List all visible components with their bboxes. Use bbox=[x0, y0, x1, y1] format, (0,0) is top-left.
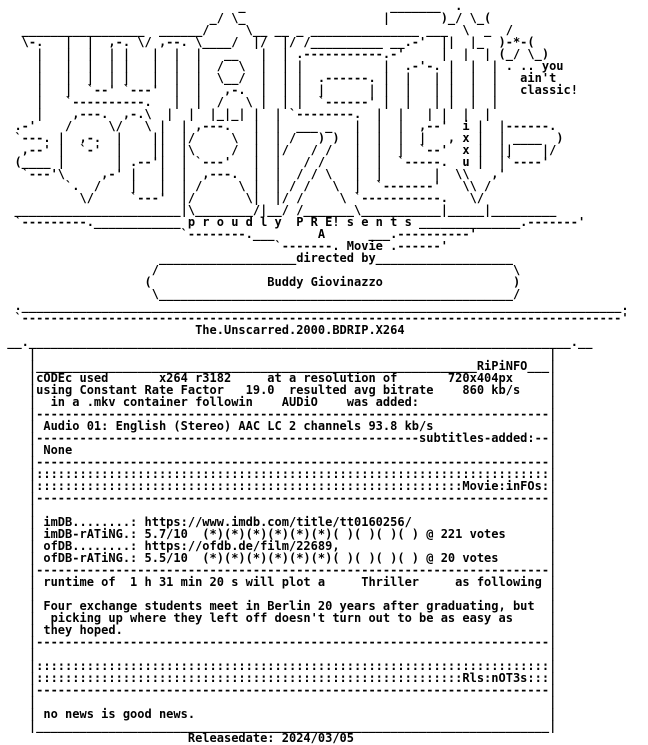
info-line: |---------------------------------------… bbox=[0, 431, 557, 445]
ascii-logo-banner: _ _______ . _/ \_ | )_/ \_( ____________… bbox=[0, 0, 629, 325]
info-line: |_______________________________________… bbox=[0, 359, 557, 373]
banner-line: \/ `---' |/ \| |/ / \ `-----------. \/ bbox=[0, 191, 485, 205]
info-line: | picking up where they left off doesn't… bbox=[0, 611, 557, 625]
info-line: | | bbox=[0, 347, 557, 361]
info-line: | ofDB-rATiNG.: 5.5/10 (*)(*)(*)(*)(*)(*… bbox=[0, 551, 557, 565]
banner-line: \_______________________________________… bbox=[0, 287, 521, 301]
info-line: | | bbox=[0, 503, 557, 517]
info-line: |---------------------------------------… bbox=[0, 563, 557, 577]
info-line: | | bbox=[0, 587, 557, 601]
banner-line: _________________ ______/ \__ __ _ _____… bbox=[0, 23, 513, 37]
info-line: |using Constant Rate Factor 19.0 resulte… bbox=[0, 383, 557, 397]
info-line: |---------------------------------------… bbox=[0, 491, 557, 505]
info-line: |---------------------------------------… bbox=[0, 407, 557, 421]
banner-line: _______________________|\________/|__/ /… bbox=[0, 203, 557, 217]
banner-line: | | | | | | | | \__/ | | | .------. | | … bbox=[0, 71, 557, 85]
info-line: | imDB-rATiNG.: 5.7/10 (*)(*)(*)(*)(*)(*… bbox=[0, 527, 557, 541]
info-line: | imDB........: https://www.imdb.com/tit… bbox=[0, 515, 557, 529]
info-line: | in a .mkv container followin AUDiO was… bbox=[0, 395, 557, 409]
banner-line: \-. | | ,-. \/ ,--. \____/ |/ |/ /______… bbox=[0, 35, 535, 49]
info-line: __._____________________________________… bbox=[0, 335, 593, 349]
nfo-document: _ _______ . _/ \_ | )_/ \_( ____________… bbox=[0, 0, 629, 744]
info-line: | Audio 01: English (Stereo) AAC LC 2 ch… bbox=[0, 419, 557, 433]
banner-line: `---'\ ,-' | | | ,---. | | / / \ | | | \… bbox=[0, 167, 506, 181]
info-line: |---------------------------------------… bbox=[0, 683, 557, 697]
banner-line: | `----------. | | / \ | | | `------' | … bbox=[0, 95, 499, 109]
info-line: | Four exchange students meet in Berlin … bbox=[0, 599, 557, 613]
banner-line: | | `--' `---' | | ,-. | | | | | | | | |… bbox=[0, 83, 578, 97]
banner-line: `-------. Movie .------' bbox=[0, 239, 448, 253]
banner-line: / \ bbox=[0, 263, 521, 277]
info-line: |:::::::::::::::::::::::::::::::::::::::… bbox=[0, 671, 557, 685]
banner-line: ( Buddy Giovinazzo ) bbox=[0, 275, 521, 289]
info-line: |cODEc used x264 r3182 at a resolution o… bbox=[0, 371, 557, 385]
banner-line: | | | | | | | | / \ | | | | .-'-. | | | … bbox=[0, 59, 564, 73]
banner-line: `---------------------------------------… bbox=[0, 311, 629, 325]
release-info-body: __._____________________________________… bbox=[0, 336, 629, 744]
info-line: | | bbox=[0, 695, 557, 709]
banner-line: `---. | ,-. | || |/ \ | | / ) ) | | | | … bbox=[0, 131, 564, 145]
info-line: | | bbox=[0, 647, 557, 661]
info-line: Releasedate: 2024/03/05 bbox=[0, 731, 355, 745]
release-name: The.Unscarred.2000.BDRIP.X264 bbox=[0, 323, 405, 337]
info-line: |---------------------------------------… bbox=[0, 635, 557, 649]
banner-line: | | | | | | | | __ | | .-----------.-' |… bbox=[0, 47, 550, 61]
banner-line: (____ | | .--'| | `---' | | / / | | `---… bbox=[0, 155, 550, 169]
info-line: | None | bbox=[0, 443, 557, 457]
info-line: | runtime of 1 h 31 min 20 s will plot a… bbox=[0, 575, 557, 589]
info-line: | no news is good news. | bbox=[0, 707, 557, 721]
info-line: |_______________________________________… bbox=[0, 719, 557, 733]
info-line: |:::::::::::::::::::::::::::::::::::::::… bbox=[0, 479, 557, 493]
banner-line: `---------.____________ p r o u d l y P … bbox=[0, 215, 586, 229]
info-line: |---------------------------------------… bbox=[0, 455, 557, 469]
banner-line: `. / | | | / \ | | / / \ | `-------' \\ … bbox=[0, 179, 492, 193]
banner-line: | ,---. ,-.\ | | |_|_| | | `--------. | … bbox=[0, 107, 492, 121]
banner-line: _ _______ . bbox=[0, 0, 477, 13]
banner-line: `--------.___ A ___.----------' bbox=[0, 227, 477, 241]
banner-line: ___________________directed by__________… bbox=[0, 251, 513, 265]
banner-line: _/ \_ | )_/ \_( bbox=[0, 11, 492, 25]
info-line: |:::::::::::::::::::::::::::::::::::::::… bbox=[0, 467, 557, 481]
banner-line: ._______________________________________… bbox=[0, 299, 629, 313]
info-line: | ofDB........: https://ofdb.de/film/226… bbox=[0, 539, 557, 553]
info-line: |:::::::::::::::::::::::::::::::::::::::… bbox=[0, 659, 557, 673]
banner-line: ,--' | `-' | || |\ / | |/ / / | | | `--'… bbox=[0, 143, 557, 157]
info-line: | they hoped. | bbox=[0, 623, 557, 637]
banner-line: .-' / \/ \ | | ,---. | | ___ _ | | | ,--… bbox=[0, 119, 557, 133]
